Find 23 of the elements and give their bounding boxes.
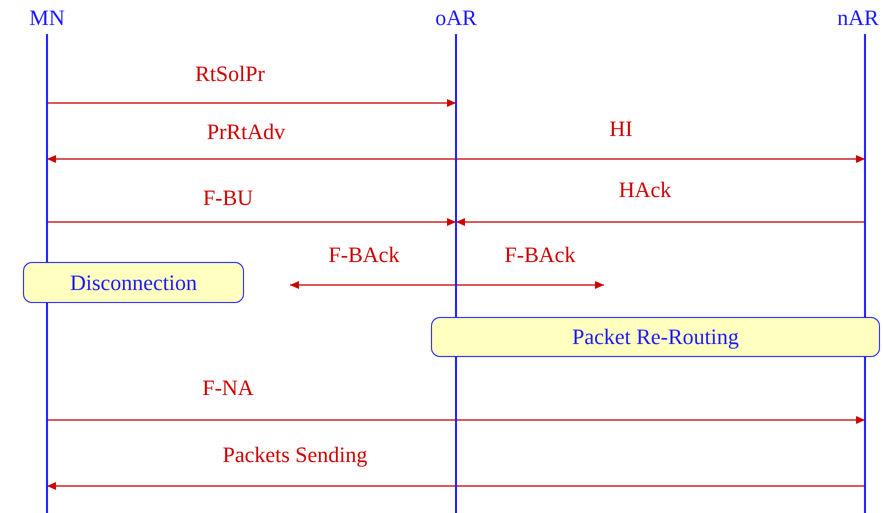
message-arrow <box>47 416 865 424</box>
message-label: F-BAck <box>328 243 400 267</box>
message-arrow <box>456 281 604 289</box>
message-arrow <box>456 155 865 163</box>
message-label: HI <box>609 117 633 141</box>
participant-label: nAR <box>837 6 879 30</box>
message-label: F-NA <box>202 376 254 400</box>
message-arrow <box>456 218 865 226</box>
message-label: PrRtAdv <box>206 120 286 144</box>
message-arrow <box>47 155 456 163</box>
participant-label: oAR <box>435 6 477 30</box>
message-arrow <box>47 218 456 226</box>
message-label: F-BAck <box>504 243 576 267</box>
message-label: F-BU <box>202 186 254 210</box>
message-arrow <box>290 281 456 289</box>
message-arrow <box>47 99 456 107</box>
state-box: Disconnection <box>23 262 244 303</box>
participant-label: MN <box>29 6 65 30</box>
message-label: Packets Sending <box>222 443 368 467</box>
message-label: HAck <box>618 178 672 202</box>
message-arrow <box>47 482 865 490</box>
message-label: RtSolPr <box>195 62 265 86</box>
state-box: Packet Re-Routing <box>431 317 880 357</box>
